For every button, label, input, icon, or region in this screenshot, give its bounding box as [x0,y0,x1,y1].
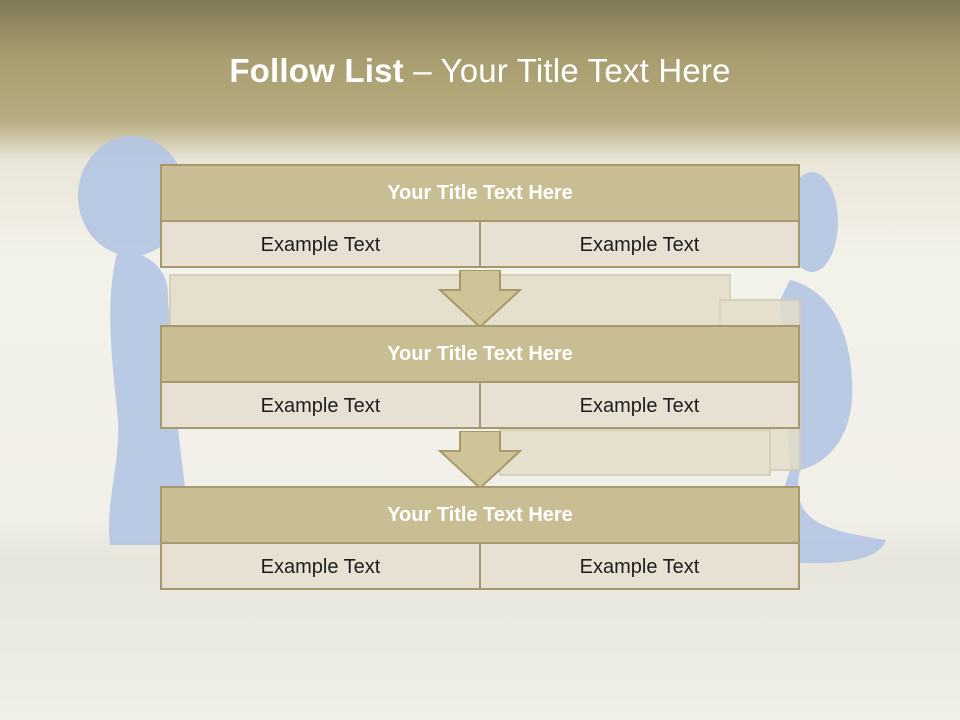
step-row: Example Text Example Text [162,383,798,429]
title-bold: Follow List [229,52,404,89]
step-title: Your Title Text Here [162,327,798,383]
down-arrow-icon [438,270,522,328]
step-title: Your Title Text Here [162,166,798,222]
step-cell-left: Example Text [162,544,481,590]
step-block-3: Your Title Text Here Example Text Exampl… [160,486,800,590]
left-figure [78,136,189,545]
step-cell-left: Example Text [162,383,481,429]
step-cell-right: Example Text [579,555,700,578]
down-arrow-icon [438,431,522,489]
step-title: Your Title Text Here [162,488,798,544]
step-cell-right: Example Text [579,394,700,417]
step-block-2: Your Title Text Here Example Text Exampl… [160,325,800,429]
step-block-1: Your Title Text Here Example Text Exampl… [160,164,800,268]
step-cell-left: Example Text [162,222,481,268]
slide-title: Follow List – Your Title Text Here [0,52,960,90]
step-row: Example Text Example Text [162,222,798,268]
step-cell-right: Example Text [579,233,700,256]
title-rest: – Your Title Text Here [403,52,731,89]
step-row: Example Text Example Text [162,544,798,590]
